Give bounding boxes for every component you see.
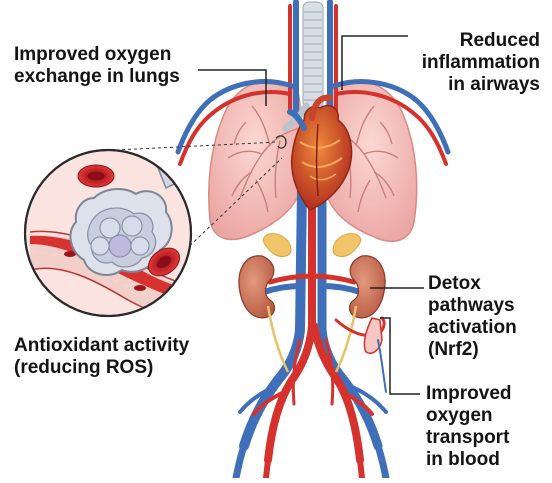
label-line: oxygen [426,405,512,427]
label-line: Antioxidant activity [14,335,189,357]
label-line: inflammation [422,52,540,74]
label-line: exchange in lungs [14,66,180,88]
label-line: Reduced [422,30,540,52]
label-detox-pathways: Detox pathways activation (Nrf2) [428,273,517,361]
label-improved-oxygen-transport: Improved oxygen transport in blood [426,383,512,471]
label-line: (Nrf2) [428,339,517,361]
label-line: activation [428,317,517,339]
red-blood-cell-icon [78,165,114,187]
alveolus-zoom-illustration [25,148,206,328]
label-improved-oxygen-exchange: Improved oxygen exchange in lungs [14,44,180,88]
label-line: transport [426,427,512,449]
label-line: Detox [428,273,517,295]
label-line: pathways [428,295,517,317]
leg-vessels [236,446,386,478]
label-reduced-inflammation: Reduced inflammation in airways [422,30,540,96]
label-line: Improved [426,383,512,405]
label-line: in airways [422,74,540,96]
label-line: (reducing ROS) [14,357,189,379]
label-line: Improved oxygen [14,44,180,66]
label-line: in blood [426,449,512,471]
label-antioxidant-activity: Antioxidant activity (reducing ROS) [14,335,189,379]
